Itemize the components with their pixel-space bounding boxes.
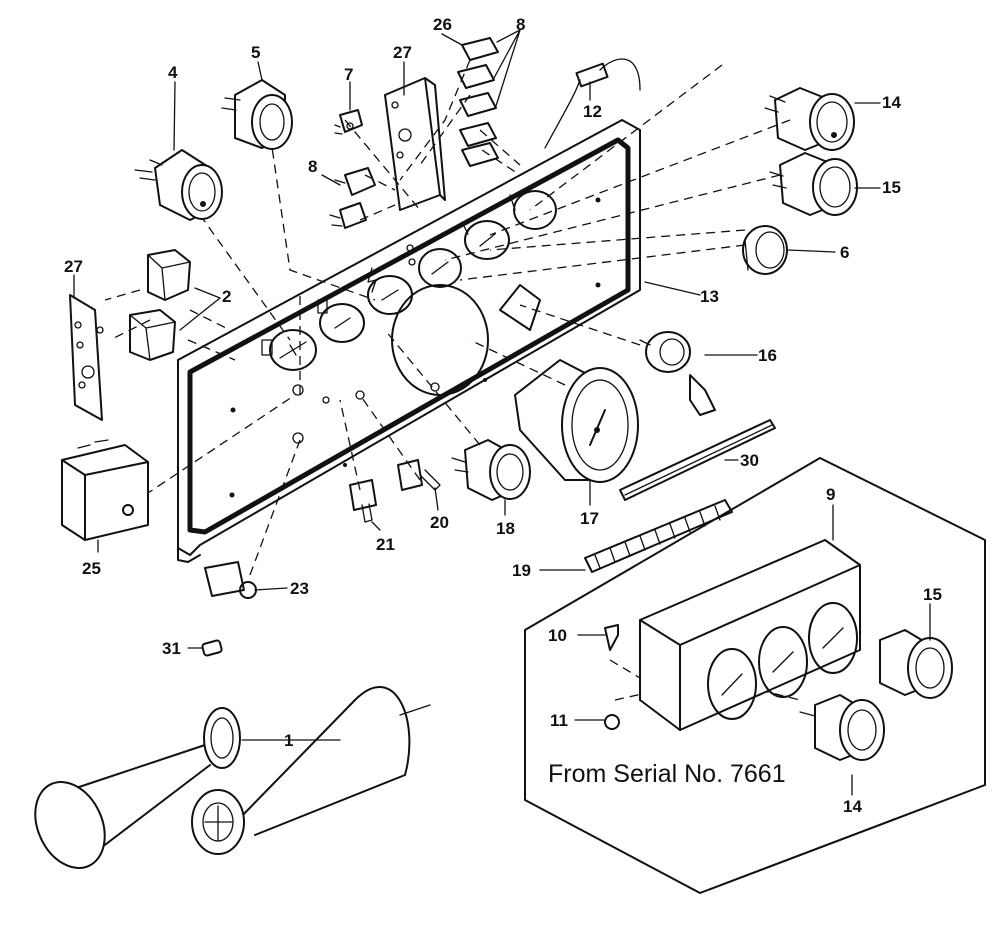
- ignition-switch-16: [639, 331, 716, 416]
- callout-8-left: 8: [308, 157, 317, 176]
- air-horn-1: [34, 686, 431, 869]
- callout-27-left: 27: [64, 257, 83, 276]
- callout-31: 31: [162, 639, 181, 658]
- callout-11: 11: [550, 711, 568, 730]
- terminal-block-19: [584, 499, 733, 573]
- serial-number-note: From Serial No. 7661: [548, 760, 786, 788]
- callout-26: 26: [433, 15, 452, 34]
- gauge-5: [221, 79, 293, 150]
- callout-5: 5: [251, 43, 260, 62]
- callout-4: 4: [168, 63, 178, 82]
- callout-10: 10: [548, 626, 567, 645]
- callout-12: 12: [583, 102, 602, 121]
- bezel-ring-6: [742, 225, 788, 275]
- callout-17: 17: [580, 509, 599, 528]
- callout-labels: 4 5 7 27 26 8 8 12 14 15 6 27 2 13 16 30…: [64, 15, 942, 816]
- bulb-31: [201, 639, 223, 657]
- callout-15-top: 15: [882, 178, 901, 197]
- callout-30: 30: [740, 451, 759, 470]
- assembly-lines: [104, 59, 801, 701]
- gauge-14-top: [764, 87, 855, 151]
- serial-inset: [524, 457, 986, 894]
- relay-8-right: [457, 37, 499, 167]
- mounting-plate-27-right: [384, 77, 446, 211]
- fuse-holder-12: [544, 58, 641, 149]
- callout-25: 25: [82, 559, 101, 578]
- callout-14-top: 14: [882, 93, 901, 112]
- callout-9: 9: [826, 485, 835, 504]
- callout-1: 1: [284, 731, 293, 750]
- toggle-switch-20: [397, 459, 441, 491]
- horn-relay-25: [61, 439, 149, 541]
- tachometer-17: [514, 359, 639, 483]
- callout-18: 18: [496, 519, 515, 538]
- toggle-switch-21: [349, 479, 377, 523]
- callout-8-top: 8: [516, 15, 525, 34]
- switch-7: [334, 109, 363, 135]
- gauge-4: [134, 149, 223, 221]
- dashboard-panel: [177, 119, 641, 563]
- lamp-holder-23: [204, 561, 257, 599]
- mounting-rail-30: [619, 419, 776, 501]
- mounting-plate-27-left: [69, 294, 104, 421]
- callout-27-top: 27: [393, 43, 412, 62]
- relay-8-left: [329, 167, 376, 229]
- gauge-15-top: [769, 152, 858, 216]
- callout-16: 16: [758, 346, 777, 365]
- callout-21: 21: [376, 535, 395, 554]
- relay-2: [129, 249, 191, 361]
- callout-15-inset: 15: [923, 585, 942, 604]
- callout-20: 20: [430, 513, 449, 532]
- gauge-18: [451, 439, 531, 501]
- callout-19: 19: [512, 561, 531, 580]
- callout-6: 6: [840, 243, 849, 262]
- callout-23: 23: [290, 579, 309, 598]
- callout-leaders: [73, 29, 931, 796]
- callout-14-inset: 14: [843, 797, 862, 816]
- callout-13: 13: [700, 287, 719, 306]
- callout-2: 2: [222, 287, 231, 306]
- callout-7: 7: [344, 65, 353, 84]
